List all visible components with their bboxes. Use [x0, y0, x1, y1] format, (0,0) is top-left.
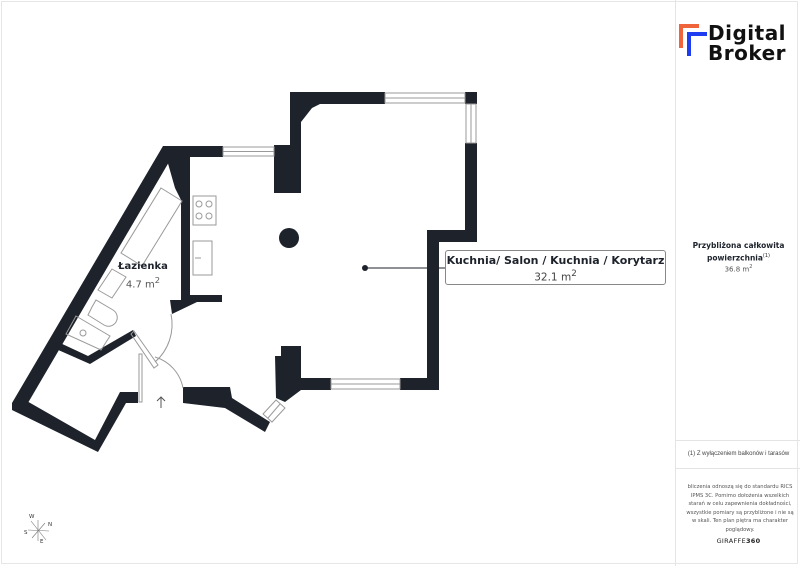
wall-bottom-right — [400, 378, 439, 390]
total-area-value: 36.8 m2 — [676, 264, 800, 273]
floor-plan — [12, 92, 477, 452]
bathtub — [120, 187, 183, 267]
wall-corridor-bottom — [183, 387, 270, 432]
logo: Digital Broker — [679, 20, 799, 68]
brand-part1: GIRAFFE — [716, 537, 746, 545]
bathroom-sink — [65, 315, 111, 351]
stove — [192, 195, 217, 226]
door-swing-entry — [154, 356, 184, 389]
logo-line2: Broker — [708, 41, 787, 65]
compass-e: E — [40, 539, 44, 545]
area-value: 36.8 m — [724, 265, 750, 274]
fixtures — [65, 187, 217, 403]
compass-icon: W N S E — [22, 514, 54, 548]
wall-bottom-block — [275, 346, 301, 402]
door-bathroom — [130, 330, 159, 369]
compass-w: W — [29, 514, 35, 520]
logo-text: Digital Broker — [708, 23, 786, 63]
washing-machine — [97, 268, 127, 299]
wall-top — [290, 92, 385, 193]
giraffe360-brand: GIRAFFE360 — [676, 537, 800, 545]
total-area-title: Przybliżona całkowita powierzchnia(1) — [676, 240, 800, 264]
footnote: (1) Z wyłączeniem balkonów i tarasów — [687, 451, 790, 457]
room-area-main: 32.1 m2 — [446, 269, 665, 284]
windows — [222, 92, 477, 423]
door-swing-bathroom — [154, 313, 173, 363]
toilet — [87, 299, 118, 327]
footnote-marker: (1) — [762, 253, 771, 259]
area-unit-sup: 2 — [571, 269, 577, 279]
column — [279, 228, 299, 248]
room-area-bathroom: 4.7 m2 — [118, 275, 168, 290]
entry-arrow-icon — [156, 396, 166, 408]
wall-bottom-left-box — [12, 392, 138, 452]
total-area-label: Przybliżona całkowita powierzchnia — [692, 241, 785, 263]
room-name-bathroom: Łazienka — [118, 261, 168, 272]
compass-s: S — [24, 530, 28, 536]
wall-bathroom-inner — [56, 330, 136, 364]
door-entry — [138, 353, 143, 403]
wall-right — [427, 143, 477, 390]
logo-mark-icon — [679, 24, 707, 56]
wall-kitchen-top — [163, 146, 223, 157]
info-panel: Digital Broker Przybliżona całkowita pow… — [675, 0, 800, 566]
area-unit-sup: 2 — [154, 275, 161, 285]
compass-n: N — [48, 522, 53, 528]
area-value: 4.7 m — [125, 279, 155, 291]
divider — [676, 468, 800, 469]
logo-line1: Digital — [708, 21, 787, 45]
wall-corner — [465, 92, 477, 104]
room-label-main: Kuchnia/ Salon / Kuchnia / Korytarz 32.1… — [445, 250, 666, 285]
area-value: 32.1 m — [534, 271, 572, 284]
disclaimer: bliczenia odnoszą się do standardu RICS … — [686, 484, 794, 533]
brand-part2: 360 — [745, 537, 761, 545]
wall-kitchen-left — [163, 146, 222, 314]
area-unit-sup: 2 — [749, 264, 753, 270]
room-name-main: Kuchnia/ Salon / Kuchnia / Korytarz — [446, 254, 665, 267]
wall-diagonal — [12, 146, 176, 408]
walls — [12, 92, 477, 452]
wall-top-left-block — [274, 145, 301, 193]
divider — [676, 440, 800, 441]
kitchen-sink — [192, 240, 213, 276]
